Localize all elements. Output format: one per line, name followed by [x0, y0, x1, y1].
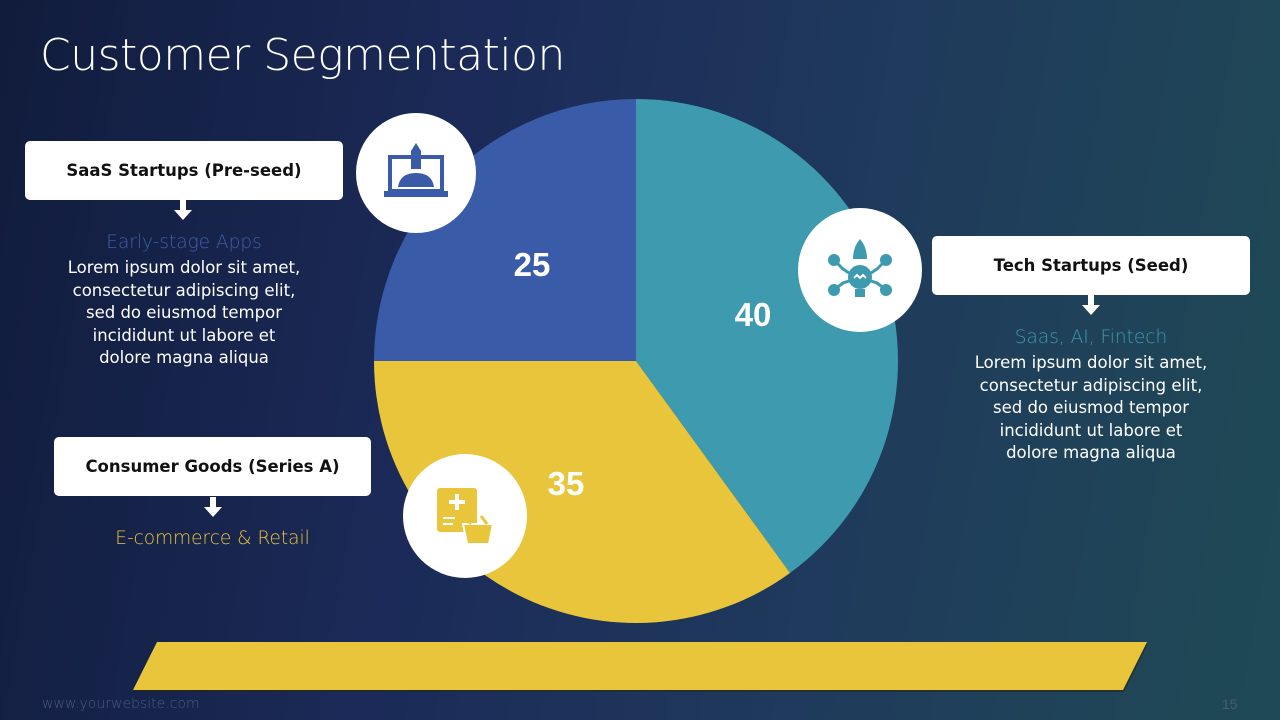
- text-line: sed do eiusmod tempor: [85, 303, 282, 322]
- text-line: dolore magna aliqua: [99, 348, 269, 367]
- text-line: incididunt ut labore et: [999, 420, 1183, 440]
- footer-website: www.yourwebsite.com: [42, 696, 200, 712]
- tech-heading-box: Tech Startups (Seed): [932, 236, 1250, 295]
- consumer-heading-box: Consumer Goods (Series A): [54, 437, 371, 496]
- text-line: Lorem ipsum dolor sit amet,: [67, 258, 301, 277]
- text-line: incididunt ut labore et: [92, 325, 276, 345]
- tech-subtitle: Saas, AI, Fintech: [1014, 327, 1168, 348]
- text-line: dolore magna aliqua: [1006, 443, 1176, 462]
- tech-description: Lorem ipsum dolor sit amet, consectetur …: [932, 352, 1250, 465]
- saas-description: Lorem ipsum dolor sit amet, consectetur …: [25, 257, 343, 370]
- shopping-basket-icon: [437, 488, 495, 545]
- text-line: consectetur adipiscing elit,: [979, 375, 1203, 395]
- data-label-consumer: 35: [547, 465, 585, 502]
- data-label-saas: 25: [513, 246, 551, 283]
- laptop-rocket-icon: [384, 143, 448, 197]
- saas-heading-box: SaaS Startups (Pre-seed): [25, 141, 343, 200]
- tech-icon-circle: [798, 208, 922, 332]
- text-line: Lorem ipsum dolor sit amet,: [974, 353, 1208, 372]
- consumer-subtitle: E-commerce & Retail: [115, 528, 310, 549]
- text-line: sed do eiusmod tempor: [992, 398, 1189, 417]
- text-line: consectetur adipiscing elit,: [72, 280, 296, 300]
- saas-subtitle: Early-stage Apps: [106, 232, 262, 253]
- data-label-tech: 40: [734, 296, 772, 333]
- rocket-lightbulb-network-icon: [828, 239, 892, 297]
- slide-title: Customer Segmentation: [40, 30, 565, 81]
- consumer-arrow-icon: [204, 497, 222, 517]
- pie-slice-saas-startups-pre-seed: [374, 99, 636, 361]
- consumer-icon-circle: [403, 454, 527, 578]
- tech-arrow-icon: [1082, 295, 1100, 315]
- saas-arrow-icon: [174, 200, 192, 220]
- saas-icon-circle: [356, 113, 476, 233]
- page-number: 15: [1222, 696, 1238, 712]
